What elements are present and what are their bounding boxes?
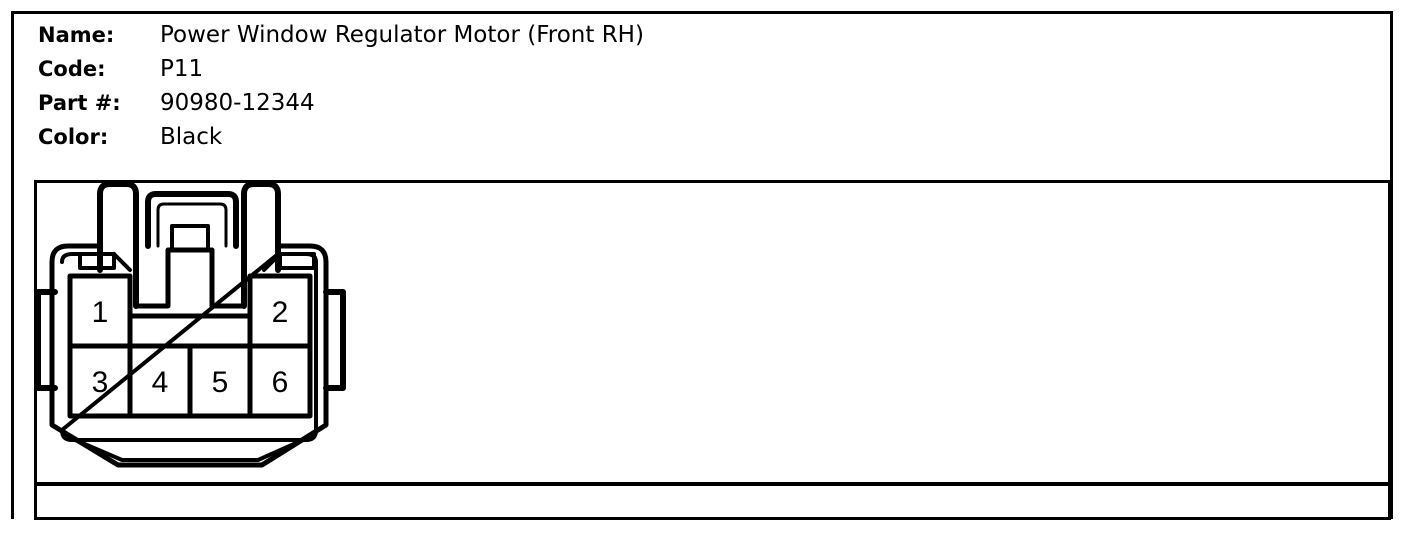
top-lock-tab-outer: [145, 191, 239, 249]
connector-info-table: Name: Power Window Regulator Motor (Fron…: [38, 18, 644, 154]
footer-divider: [34, 482, 1391, 486]
part-number-value: 90980-12344: [160, 90, 315, 116]
pin-number-3: 3: [92, 366, 109, 399]
right-corner-chamfer: [262, 252, 282, 272]
pin-number-2: 2: [272, 296, 289, 329]
right-lock-post: [241, 181, 281, 309]
code-value: P11: [160, 56, 204, 82]
part-number-label: Part #:: [38, 91, 121, 115]
right-corner-tab: [278, 252, 316, 270]
right-side-rib: [323, 289, 346, 391]
info-row-name: Name: Power Window Regulator Motor (Fron…: [38, 18, 644, 52]
left-side-rib: [35, 289, 58, 391]
name-value: Power Window Regulator Motor (Front RH): [160, 22, 644, 48]
center-lock-channel: [133, 247, 247, 309]
pin-number-1: 1: [92, 296, 109, 329]
pin-number-4: 4: [152, 366, 169, 399]
left-corner-tab: [78, 252, 116, 270]
pin-number-5: 5: [212, 366, 229, 399]
housing-outer-outline: [49, 243, 329, 468]
code-label: Code:: [38, 57, 106, 81]
color-label: Color:: [38, 125, 109, 149]
connector-outer-frame: [11, 11, 1393, 519]
pin-cavity-6: [247, 343, 313, 419]
pin-number-6: 6: [272, 366, 289, 399]
info-row-part: Part #: 90980-12344: [38, 86, 644, 120]
color-value: Black: [160, 124, 223, 150]
top-lock-nub: [170, 224, 210, 252]
housing-bottom-skirt: [64, 434, 314, 462]
name-label: Name:: [38, 23, 115, 47]
left-lock-post: [97, 181, 139, 309]
left-corner-chamfer: [112, 252, 132, 272]
info-row-color: Color: Black: [38, 120, 644, 154]
info-row-code: Code: P11: [38, 52, 644, 86]
top-lock-tab-inner: [156, 202, 228, 248]
